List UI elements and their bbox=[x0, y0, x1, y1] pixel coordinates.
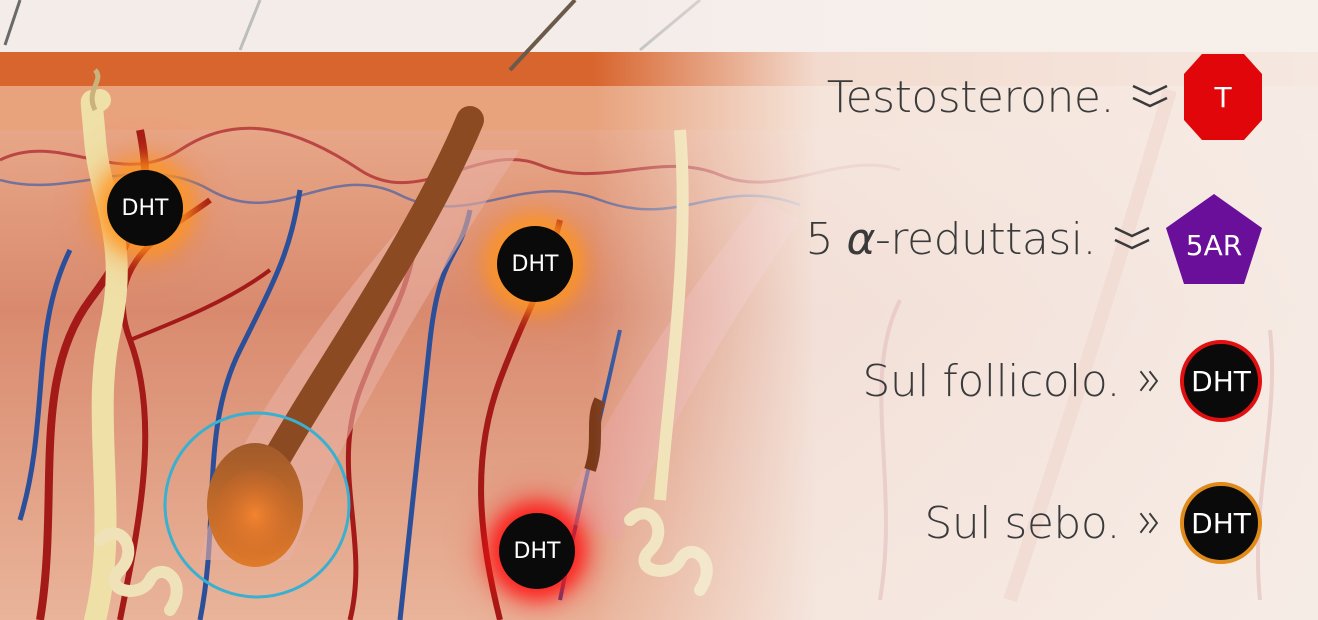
dht-follicle-badge: DHT bbox=[1180, 340, 1262, 422]
badge-label: 5AR bbox=[1186, 229, 1242, 262]
legend-row-testosterone: Testosterone. T bbox=[827, 52, 1262, 142]
double-chevron-right-icon bbox=[1136, 366, 1166, 396]
legend-label: Testosterone. bbox=[827, 72, 1114, 123]
badge-label: DHT bbox=[1191, 365, 1251, 398]
dht-marker: DHT bbox=[497, 226, 573, 302]
dht-marker-label: DHT bbox=[514, 539, 561, 564]
double-chevron-down-icon bbox=[1112, 224, 1152, 254]
5ar-badge: 5AR bbox=[1166, 194, 1262, 284]
badge-label: DHT bbox=[1191, 507, 1251, 540]
legend-row-5a-reductase: 5 α-reduttasi. 5AR bbox=[805, 194, 1262, 284]
double-chevron-down-icon bbox=[1130, 82, 1170, 112]
dht-sebum-badge: DHT bbox=[1180, 482, 1262, 564]
legend-row-follicle: Sul follicolo. DHT bbox=[862, 336, 1262, 426]
double-chevron-right-icon bbox=[1136, 508, 1166, 538]
testosterone-badge: T bbox=[1184, 54, 1262, 140]
legend-row-sebum: Sul sebo. DHT bbox=[924, 478, 1262, 568]
dht-marker-label: DHT bbox=[122, 196, 169, 221]
badge-label: T bbox=[1214, 81, 1231, 114]
legend-label: Sul sebo. bbox=[924, 498, 1120, 549]
legend-label: 5 α-reduttasi. bbox=[805, 214, 1096, 265]
dht-marker: DHT bbox=[499, 513, 575, 589]
dht-marker: DHT bbox=[107, 170, 183, 246]
legend-label: Sul follicolo. bbox=[862, 356, 1120, 407]
dht-marker-label: DHT bbox=[512, 252, 559, 277]
